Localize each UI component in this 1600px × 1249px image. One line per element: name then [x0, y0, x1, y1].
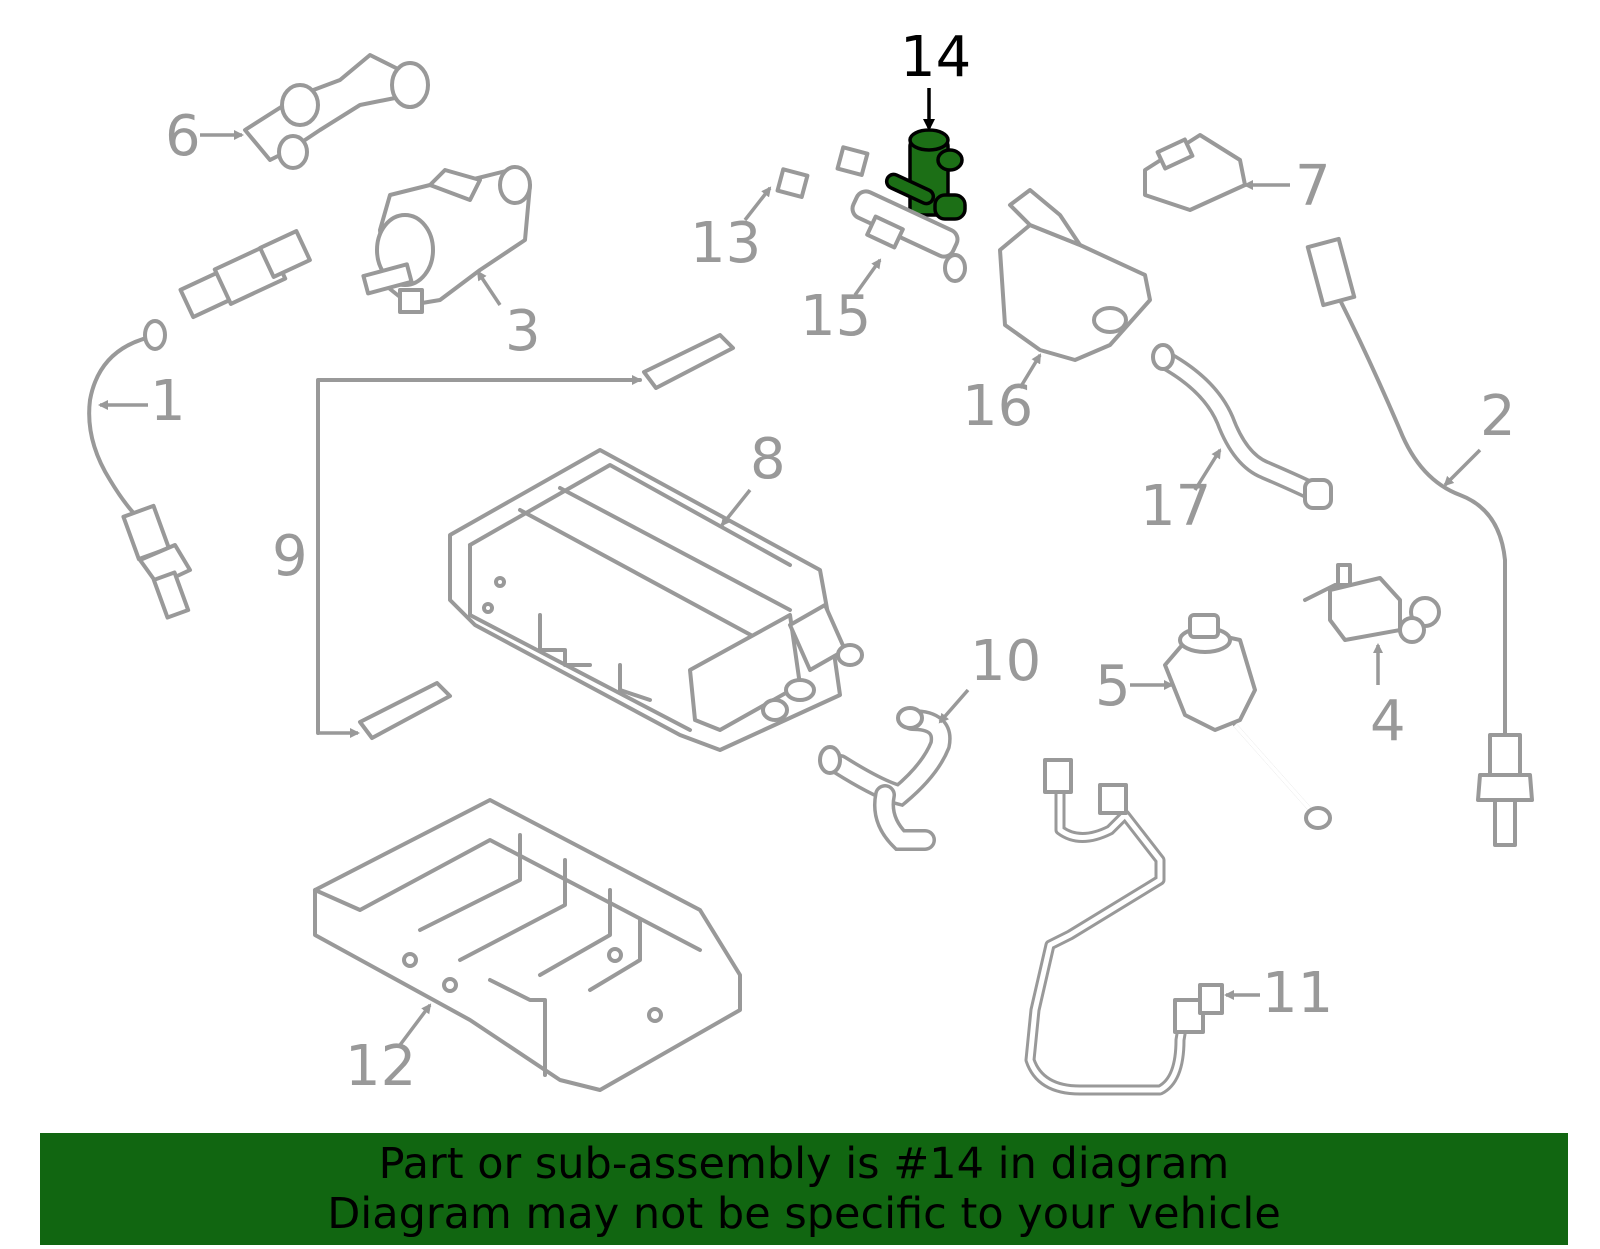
- callout-12: 12: [345, 1034, 416, 1099]
- part-4-solenoid[interactable]: [1303, 563, 1441, 644]
- callout-6: 6: [165, 104, 201, 169]
- callout-14: 14: [900, 25, 971, 90]
- callout-7: 7: [1295, 154, 1331, 219]
- callout-8: 8: [750, 427, 786, 492]
- part-9-pads[interactable]: [316, 333, 735, 740]
- part-12-canister-tray[interactable]: [313, 798, 742, 1092]
- banner-line-2: Diagram may not be specific to your vehi…: [327, 1189, 1281, 1239]
- callout-1: 1: [150, 369, 186, 434]
- callout-15: 15: [800, 284, 871, 349]
- part-11-wire-harness[interactable]: [1024, 758, 1224, 1096]
- part-16-bracket[interactable]: [998, 188, 1152, 362]
- info-banner: Part or sub-assembly is #14 in diagram D…: [40, 1133, 1568, 1245]
- part-8-evap-canister[interactable]: [448, 448, 864, 752]
- banner-line-1: Part or sub-assembly is #14 in diagram: [378, 1139, 1230, 1189]
- part-5-valve-actuator[interactable]: [1163, 613, 1332, 830]
- part-2-oxygen-sensor[interactable]: [1305, 236, 1534, 847]
- part-7-pressure-sensor[interactable]: [1143, 133, 1247, 212]
- callout-4: 4: [1370, 689, 1406, 754]
- callout-11: 11: [1262, 961, 1333, 1026]
- part-6-hose-connector[interactable]: [243, 53, 430, 170]
- callout-5: 5: [1095, 654, 1131, 719]
- callout-9: 9: [272, 524, 308, 589]
- part-13-hose[interactable]: [726, 129, 870, 199]
- part-14-vent-valve-highlighted[interactable]: [884, 128, 967, 221]
- part-3-purge-valve[interactable]: [361, 165, 532, 314]
- callout-10: 10: [970, 629, 1041, 694]
- part-1-oxygen-sensor[interactable]: [87, 229, 312, 620]
- callout-3: 3: [505, 299, 541, 364]
- part-17-hose[interactable]: [1151, 343, 1333, 510]
- part-15-connector[interactable]: [849, 188, 967, 283]
- callout-13: 13: [690, 211, 761, 276]
- callout-2: 2: [1480, 384, 1516, 449]
- part-10-hose[interactable]: [818, 706, 952, 851]
